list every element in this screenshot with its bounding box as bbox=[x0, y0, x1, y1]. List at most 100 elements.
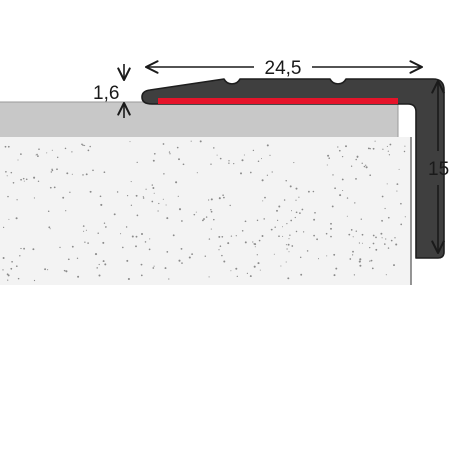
speckle-dot bbox=[84, 241, 86, 243]
speckle-dot bbox=[330, 227, 332, 230]
speckle-dot bbox=[333, 274, 336, 277]
speckle-dot bbox=[299, 212, 301, 214]
speckle-dot bbox=[181, 220, 183, 222]
speckle-dot bbox=[22, 177, 25, 180]
speckle-dot bbox=[229, 204, 231, 207]
speckle-dot bbox=[352, 236, 354, 238]
speckle-dot bbox=[327, 154, 330, 157]
speckle-dot bbox=[369, 148, 371, 150]
speckle-dot bbox=[372, 147, 375, 150]
speckle-dot bbox=[11, 260, 13, 263]
speckle-dot bbox=[63, 269, 66, 272]
speckle-dot bbox=[386, 183, 388, 185]
speckle-dot bbox=[295, 211, 298, 214]
speckle-dot bbox=[389, 143, 392, 146]
speckle-dot bbox=[32, 248, 35, 251]
speckle-dot bbox=[361, 162, 363, 164]
speckle-dot bbox=[172, 234, 175, 237]
floor-covering bbox=[0, 102, 398, 137]
speckle-dot bbox=[153, 192, 155, 194]
speckle-dot bbox=[381, 195, 384, 198]
speckle-dot bbox=[92, 169, 94, 172]
speckle-dot bbox=[168, 278, 170, 280]
speckle-dot bbox=[380, 232, 383, 235]
thickness-dimension-label: 1,6 bbox=[93, 83, 119, 104]
speckle-dot bbox=[213, 147, 215, 149]
speckle-dot bbox=[130, 181, 132, 183]
speckle-dot bbox=[205, 216, 208, 218]
speckle-dot bbox=[354, 202, 356, 204]
speckle-dot bbox=[395, 243, 398, 246]
speckle-dot bbox=[67, 258, 70, 261]
speckle-dot bbox=[404, 145, 406, 147]
speckle-dot bbox=[47, 210, 50, 212]
speckle-dot bbox=[208, 276, 210, 278]
speckle-dot bbox=[289, 234, 291, 236]
speckle-dot bbox=[298, 196, 300, 198]
speckle-dot bbox=[188, 256, 191, 259]
speckle-dot bbox=[85, 173, 88, 176]
speckle-dot bbox=[152, 187, 155, 189]
speckle-dot bbox=[7, 195, 9, 198]
speckle-dot bbox=[207, 199, 210, 201]
speckle-dot bbox=[210, 208, 212, 211]
stair-nosing-profile bbox=[141, 78, 445, 259]
speckle-dot bbox=[87, 242, 89, 244]
speckle-dot bbox=[313, 218, 316, 221]
speckle-dot bbox=[37, 180, 40, 183]
speckle-dot bbox=[353, 274, 356, 276]
speckle-dot bbox=[140, 232, 144, 236]
speckle-dot bbox=[15, 265, 18, 268]
speckle-dot bbox=[33, 279, 36, 282]
speckle-dot bbox=[375, 248, 378, 251]
speckle-dot bbox=[125, 226, 128, 228]
speckle-dot bbox=[263, 218, 265, 220]
speckle-dot bbox=[285, 244, 287, 246]
speckle-dot bbox=[266, 144, 269, 147]
speckle-dot bbox=[388, 154, 391, 156]
speckle-dot bbox=[288, 251, 290, 253]
speckle-dot bbox=[369, 174, 372, 177]
speckle-dot bbox=[262, 200, 264, 202]
speckle-dot bbox=[164, 267, 167, 270]
speckle-dot bbox=[56, 156, 59, 159]
speckle-dot bbox=[259, 269, 261, 271]
speckle-dot bbox=[221, 254, 223, 257]
height-dimension-label: 15 bbox=[428, 159, 449, 180]
speckle-dot bbox=[65, 270, 68, 273]
speckle-dot bbox=[307, 190, 310, 193]
speckle-dot bbox=[398, 168, 400, 170]
speckle-dot bbox=[85, 229, 87, 231]
speckle-dot bbox=[210, 228, 212, 230]
speckle-dot bbox=[301, 208, 304, 211]
speckle-dot bbox=[219, 157, 222, 160]
speckle-dot bbox=[81, 143, 83, 146]
speckle-dot bbox=[387, 247, 390, 249]
speckle-dot bbox=[17, 277, 20, 280]
speckle-dot bbox=[98, 263, 100, 266]
speckle-dot bbox=[50, 171, 52, 173]
speckle-dot bbox=[286, 248, 288, 250]
speckle-dot bbox=[87, 149, 90, 152]
speckle-dot bbox=[341, 178, 344, 181]
speckle-dot bbox=[199, 140, 202, 143]
speckle-dot bbox=[345, 145, 347, 148]
speckle-dot bbox=[369, 246, 371, 249]
speckle-dot bbox=[153, 152, 156, 155]
speckle-dot bbox=[384, 207, 386, 210]
speckle-dot bbox=[33, 197, 35, 199]
speckle-dot bbox=[7, 274, 10, 277]
speckle-dot bbox=[372, 242, 375, 245]
speckle-dot bbox=[261, 235, 264, 237]
speckle-dot bbox=[7, 279, 9, 281]
speckle-dot bbox=[249, 171, 252, 174]
speckle-dot bbox=[120, 233, 122, 235]
speckle-dot bbox=[317, 258, 320, 260]
speckle-dot bbox=[162, 143, 165, 145]
speckle-dot bbox=[233, 162, 235, 165]
speckle-dot bbox=[25, 178, 28, 181]
speckle-dot bbox=[235, 235, 237, 237]
speckle-dot bbox=[99, 195, 102, 198]
speckle-dot bbox=[256, 219, 259, 222]
speckle-dot bbox=[352, 250, 354, 253]
